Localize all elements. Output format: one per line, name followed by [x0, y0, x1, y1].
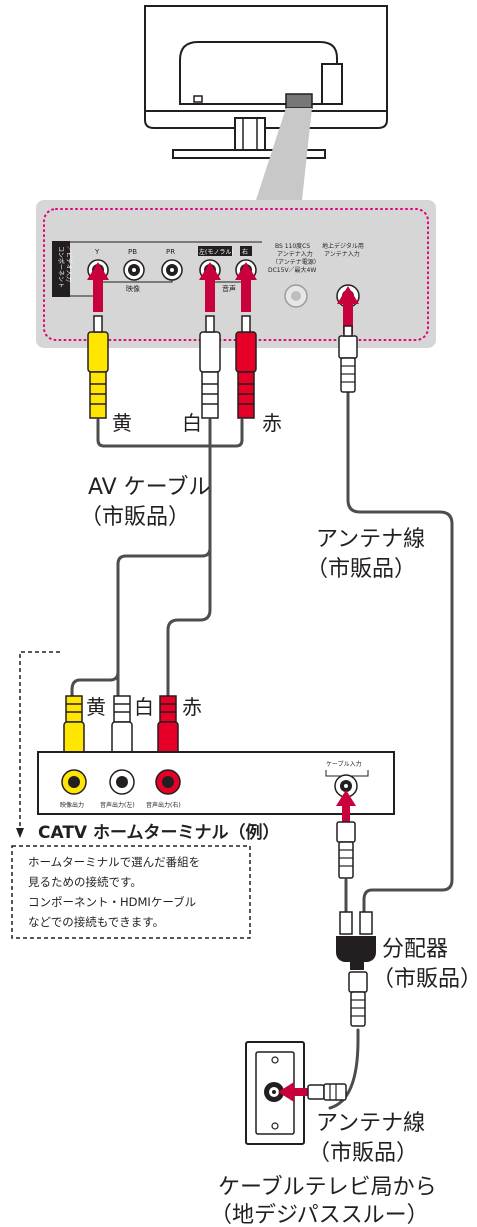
vertical-label-video: ／ビデオ入力: [65, 246, 73, 282]
label-red-catv: 赤: [182, 695, 202, 719]
wall-antenna-label-2: （市販品）: [308, 1141, 418, 1166]
plug-red-tv: [235, 315, 257, 419]
insert-arrows-tv: [87, 262, 359, 334]
catv-label-audio-left: 音声出力(左): [100, 801, 135, 809]
note-line-1: ホームターミナルで選んだ番組を: [28, 855, 200, 869]
label-yellow-tv: 黄: [112, 411, 132, 435]
catv-label-audio-right: 音声出力(右): [146, 801, 181, 809]
av-cable-label-1: AV ケーブル: [88, 475, 210, 500]
jack-label-pb: PB: [128, 248, 137, 256]
vertical-label-component: コンポーネント: [57, 246, 65, 288]
bs-label-2: アンテナ入力: [277, 250, 313, 258]
splitter: [336, 911, 376, 970]
plug-antenna-splitter: [348, 971, 368, 1027]
note-line-4: などでの接続もできます。: [28, 915, 164, 929]
note-box: [11, 845, 251, 939]
plug-antenna-wall: [307, 1083, 347, 1101]
catv-bracket-arrowhead: [16, 828, 24, 838]
jack-label-left-mono: 左(モノラル): [199, 248, 234, 256]
catv-jack-video: [61, 769, 87, 795]
label-yellow-catv: 黄: [86, 695, 106, 719]
note-line-2: 見るための接続です。: [28, 875, 142, 889]
insert-arrow-wall: [278, 1082, 312, 1102]
plug-antenna-catv: [336, 821, 356, 879]
antenna-cable-label-2: （市販品）: [306, 557, 416, 582]
tv-back-illustration: [144, 5, 388, 159]
catv-label-video-out: 映像出力: [60, 801, 84, 809]
splitter-label-2: （市販品）: [372, 967, 477, 992]
catv-label-cable-in: ケーブル入力: [326, 760, 362, 768]
plug-red-catv: [157, 695, 179, 757]
catv-title: CATV ホームターミナル（例）: [38, 822, 279, 843]
bs-label-1: BS 110度CS: [275, 242, 310, 250]
jack-label-y: Y: [94, 248, 100, 256]
plug-yellow-catv: [63, 695, 85, 757]
jack-pr: [161, 259, 183, 281]
cable-lines: [70, 390, 454, 1110]
jack-label-right: 右: [242, 248, 248, 256]
av-cable-label-2: （市販品）: [80, 505, 190, 530]
jack-bs-antenna: [284, 284, 308, 308]
jack-label-pr: PR: [166, 248, 175, 256]
group-label-audio: 音声: [222, 284, 236, 293]
antenna-cable-label-1: アンテナ線: [316, 527, 425, 552]
terrestrial-label-1: 地上デジタル用: [322, 242, 364, 250]
terrestrial-label-2: アンテナ入力: [324, 250, 360, 258]
bs-label-4: DC15V／最大4W: [268, 266, 316, 274]
splitter-label-1: 分配器: [382, 937, 448, 962]
plug-yellow-tv: [87, 315, 109, 419]
note-line-3: コンポーネント・HDMIケーブル: [28, 895, 196, 909]
tv-terminal-panel: コンポーネント ／ビデオ入力 Y PB PR 左(モノラル) 右 映像 音声 B…: [36, 200, 436, 348]
label-white-catv: 白: [134, 695, 154, 719]
plug-white-catv: [111, 695, 133, 757]
zoom-callout: [256, 108, 312, 200]
jack-pb: [123, 259, 145, 281]
plug-white-tv: [199, 315, 221, 419]
catv-jack-audio-right: [155, 769, 181, 795]
label-white-tv: 白: [182, 411, 202, 435]
source-label-2: （地デジパススルー）: [210, 1203, 429, 1227]
group-label-video: 映像: [126, 284, 140, 293]
bs-label-3: （アンテナ電源）: [272, 258, 320, 266]
source-label-1: ケーブルテレビ局から: [218, 1175, 437, 1200]
insert-arrow-catv: [336, 790, 356, 826]
catv-jack-audio-left: [109, 769, 135, 795]
plug-antenna-tv: [338, 325, 358, 393]
label-red-tv: 赤: [262, 411, 282, 435]
wall-antenna-label-1: アンテナ線: [316, 1111, 425, 1136]
